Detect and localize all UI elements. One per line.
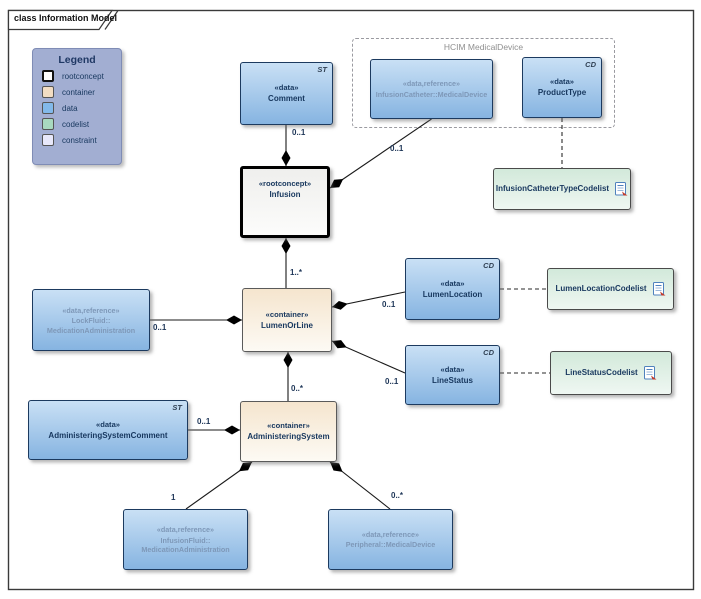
stereotype-label: «data,reference» (361, 529, 420, 539)
composition-diamond-icon (332, 301, 348, 310)
container-swatch (42, 86, 54, 98)
legend-item-label: codelist (62, 119, 90, 129)
type-tag: ST (172, 403, 182, 412)
multiplicity-label: 1..* (290, 268, 303, 277)
codelist-document-icon (643, 366, 657, 380)
rootconcept-swatch (42, 70, 54, 82)
node-infusion-catheter-medicaldevice[interactable]: «data,reference» InfusionCatheter::Medic… (370, 59, 493, 119)
stereotype-label: «container» (267, 421, 310, 431)
class-name: ProductType (537, 88, 587, 98)
type-tag: CD (483, 348, 494, 357)
stereotype-label: «container» (265, 309, 309, 319)
diagram-title: class Information Model (14, 13, 118, 23)
legend-item-label: constraint (62, 135, 97, 145)
node-administering-system[interactable]: «container» AdministeringSystem (240, 401, 337, 462)
node-product-type[interactable]: CD «data» ProductType (522, 57, 602, 118)
codelist-name: InfusionCatheterTypeCodelist (495, 183, 610, 193)
type-tag: CD (483, 261, 494, 270)
class-name: LumenLocation (422, 289, 483, 299)
multiplicity-label: 0..1 (153, 323, 167, 332)
composition-diamond-icon (226, 315, 242, 325)
node-peripheral-medicaldevice[interactable]: «data,reference» Peripheral::MedicalDevi… (328, 509, 453, 570)
node-infusion-catheter-type-codelist[interactable]: InfusionCatheterTypeCodelist (493, 168, 631, 210)
stereotype-label: «data» (440, 278, 465, 288)
type-tag: ST (317, 65, 327, 74)
class-name-line1: InfusionFluid:: (160, 535, 211, 545)
stereotype-label: «data» (95, 419, 121, 429)
composition-connector (329, 461, 391, 510)
class-name: Comment (268, 94, 305, 104)
codelist-name: LineStatusCodelist (565, 367, 638, 377)
multiplicity-label: 0..1 (382, 300, 396, 309)
composition-diamond-icon (281, 150, 291, 166)
stereotype-label: «data,reference» (402, 79, 461, 89)
composition-diamond-icon (281, 238, 291, 254)
node-lock-fluid-medication-administration[interactable]: «data,reference» LockFluid:: MedicationA… (32, 289, 150, 351)
composition-diamond-icon (283, 352, 293, 368)
stereotype-label: «data» (549, 77, 575, 87)
codelist-document-icon (615, 182, 628, 196)
class-name: AdministeringSystemComment (48, 430, 168, 440)
class-name-line1: LockFluid:: (71, 316, 111, 326)
constraint-swatch (42, 134, 54, 146)
node-lumen-location[interactable]: CD «data» LumenLocation (405, 258, 500, 320)
composition-diamond-icon (330, 462, 343, 472)
codelist-swatch (42, 118, 54, 130)
composition-diamond-icon (224, 425, 240, 435)
class-name-line2: MedicationAdministration (46, 325, 136, 335)
composition-connector (331, 340, 406, 374)
legend-item-constraint: constraint (42, 134, 121, 146)
stereotype-label: «rootconcept» (258, 179, 312, 188)
legend-item-data: data (42, 102, 121, 114)
composition-diamond-icon (239, 462, 252, 472)
class-name: LineStatus (432, 375, 473, 385)
legend-item-label: data (62, 103, 78, 113)
class-name: Peripheral::MedicalDevice (345, 540, 436, 550)
node-infusion[interactable]: «rootconcept» Infusion (240, 166, 330, 238)
group-label: HCIM MedicalDevice (443, 42, 524, 52)
type-tag: CD (585, 60, 596, 69)
multiplicity-label: 0..* (291, 384, 304, 393)
stereotype-label: «data,reference» (62, 305, 120, 315)
class-name-line2: MedicationAdministration (141, 545, 230, 555)
node-line-status-codelist[interactable]: LineStatusCodelist (550, 351, 672, 395)
stereotype-label: «data,reference» (156, 525, 215, 535)
legend-item-rootconcept: rootconcept (42, 70, 121, 82)
node-lumen-or-line[interactable]: «container» LumenOrLine (242, 288, 332, 352)
multiplicity-label: 0..1 (197, 417, 211, 426)
legend: Legend rootconcept container data codeli… (32, 48, 122, 165)
multiplicity-label: 0..* (391, 491, 404, 500)
multiplicity-label: 0..1 (385, 377, 399, 386)
composition-connector (185, 461, 253, 510)
class-name: LumenOrLine (260, 320, 313, 330)
node-comment[interactable]: ST «data» Comment (240, 62, 333, 125)
legend-item-label: container (62, 87, 95, 97)
class-name: Infusion (269, 190, 301, 200)
composition-diamond-icon (332, 340, 347, 349)
multiplicity-label: 1 (171, 493, 176, 502)
multiplicity-label: 0..1 (292, 128, 306, 137)
legend-item-container: container (42, 86, 121, 98)
composition-connector (329, 118, 432, 189)
node-line-status[interactable]: CD «data» LineStatus (405, 345, 500, 405)
class-name: InfusionCatheter::MedicalDevice (375, 89, 488, 99)
multiplicity-label: 0..1 (390, 144, 404, 153)
composition-diamond-icon (330, 179, 344, 188)
node-administering-system-comment[interactable]: ST «data» AdministeringSystemComment (28, 400, 188, 460)
legend-title: Legend (58, 54, 96, 66)
dependency-connectors (500, 118, 563, 374)
codelist-document-icon (652, 282, 666, 296)
class-name: AdministeringSystem (247, 432, 330, 442)
legend-item-codelist: codelist (42, 118, 121, 130)
stereotype-label: «data» (440, 364, 465, 374)
node-lumen-location-codelist[interactable]: LumenLocationCodelist (547, 268, 674, 310)
legend-item-label: rootconcept (62, 71, 104, 81)
node-infusion-fluid-medication-administration[interactable]: «data,reference» InfusionFluid:: Medicat… (123, 509, 248, 570)
codelist-name: LumenLocationCodelist (555, 283, 647, 293)
stereotype-label: «data» (274, 83, 299, 93)
data-swatch (42, 102, 54, 114)
